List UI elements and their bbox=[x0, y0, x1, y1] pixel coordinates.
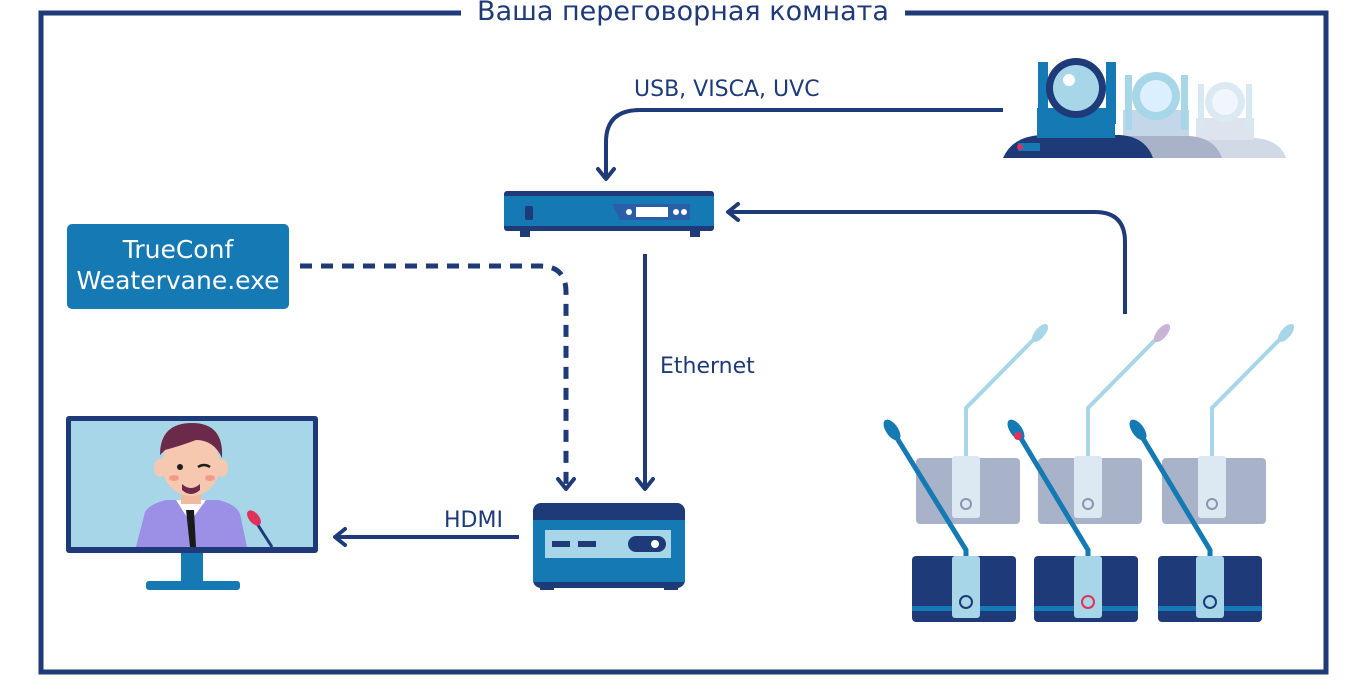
ethernet-link-label: Ethernet bbox=[660, 354, 755, 379]
mic-front-3 bbox=[1129, 419, 1262, 622]
mic-back-1 bbox=[916, 323, 1049, 524]
mic-back-3 bbox=[1162, 323, 1295, 524]
mic-front-2 bbox=[1007, 419, 1138, 622]
monitor-mic bbox=[254, 521, 274, 548]
camera-link-arrow bbox=[596, 108, 1003, 181]
mini-pc-device bbox=[533, 503, 685, 590]
ptz-cameras bbox=[1003, 58, 1286, 158]
person-on-screen bbox=[136, 423, 247, 547]
app-box-line1: TrueConf bbox=[122, 235, 234, 264]
conference-mics bbox=[883, 323, 1295, 622]
mic-link-arrow bbox=[726, 202, 1127, 314]
hdmi-link-label: HDMI bbox=[444, 508, 503, 533]
diagram-title-text: Ваша переговорная комната bbox=[461, 0, 905, 27]
server-device bbox=[504, 191, 714, 237]
camera-main bbox=[1003, 135, 1153, 158]
monitor-device bbox=[66, 416, 318, 590]
mic-front-1 bbox=[883, 419, 1016, 622]
mic-back-2 bbox=[1038, 323, 1171, 524]
trueconf-app-box: TrueConf Weatervane.exe bbox=[67, 224, 289, 309]
diagram-title: Ваша переговорная комната bbox=[0, 0, 1366, 27]
camera-link-label: USB, VISCA, UVC bbox=[634, 77, 820, 102]
app-link-dashed-arrow bbox=[300, 263, 576, 491]
app-box-line2: Weatervane.exe bbox=[76, 266, 280, 295]
